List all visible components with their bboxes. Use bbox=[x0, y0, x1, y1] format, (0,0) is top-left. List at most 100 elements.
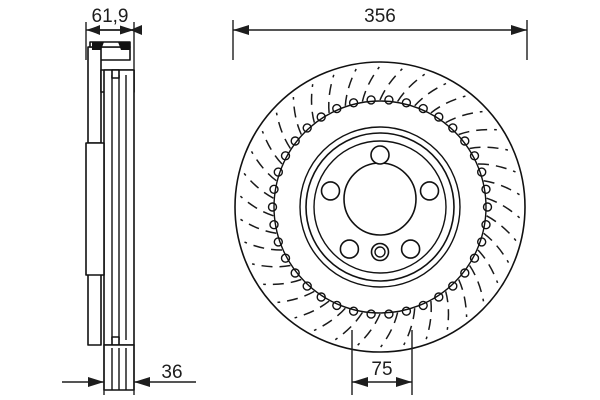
vent-hole bbox=[269, 184, 279, 195]
cooling-vane bbox=[277, 290, 315, 304]
hub-outer-ring bbox=[299, 126, 461, 288]
vent-hole bbox=[269, 219, 279, 230]
cooling-vane bbox=[445, 110, 483, 124]
side-view-vent-notch-top bbox=[111, 69, 120, 79]
vent-hole bbox=[481, 219, 491, 230]
center-bore bbox=[343, 162, 417, 236]
cooling-vane bbox=[414, 82, 447, 107]
cooling-vane bbox=[444, 291, 450, 330]
cooling-vane bbox=[477, 249, 499, 284]
vent-hole bbox=[366, 309, 376, 319]
dimension-label-hub-diameter: 75 bbox=[371, 359, 392, 380]
cooling-vane bbox=[361, 66, 380, 102]
side-view-vent-notch-bottom bbox=[111, 336, 120, 346]
vent-hole bbox=[401, 306, 412, 316]
cooling-vane bbox=[275, 112, 292, 149]
bolt-hole-group bbox=[320, 145, 440, 259]
vent-hole bbox=[332, 300, 342, 311]
vent-hole bbox=[481, 184, 491, 195]
vent-hole bbox=[316, 112, 326, 122]
cooling-vane bbox=[468, 265, 485, 302]
dimension-label-outer-diameter: 356 bbox=[364, 6, 396, 27]
locating-pin-hole-outer bbox=[370, 242, 390, 262]
cooling-vane bbox=[328, 74, 335, 113]
friction-ring-inner-edge bbox=[273, 100, 487, 314]
vent-hole bbox=[477, 167, 487, 177]
side-section-view bbox=[85, 41, 135, 391]
vent-hole bbox=[469, 151, 480, 161]
cooling-vane bbox=[483, 179, 520, 196]
wheel-bolt-hole bbox=[419, 181, 440, 201]
vent-hole bbox=[280, 151, 291, 161]
vent-hole bbox=[477, 237, 487, 247]
cooling-vane bbox=[239, 195, 274, 217]
cooling-vane bbox=[310, 84, 316, 123]
cooling-vane bbox=[430, 95, 466, 114]
vent-hole bbox=[366, 95, 376, 105]
vent-hole bbox=[434, 292, 444, 302]
wheel-bolt-hole bbox=[339, 239, 360, 259]
front-face-view bbox=[234, 61, 526, 353]
dimension-disc-thickness: 36 bbox=[62, 345, 196, 395]
vent-hole bbox=[384, 309, 394, 319]
vent-hole bbox=[448, 123, 458, 133]
vent-hole-group bbox=[267, 95, 493, 319]
arrowhead-left-75 bbox=[352, 377, 368, 387]
cooling-vane bbox=[240, 218, 277, 235]
cooling-vane bbox=[379, 68, 403, 101]
cooling-vane bbox=[292, 96, 302, 135]
cooling-vane bbox=[425, 301, 432, 340]
vent-hole bbox=[302, 281, 312, 291]
cooling-vane bbox=[294, 300, 330, 319]
vent-hole bbox=[273, 237, 283, 247]
cooling-vane bbox=[403, 308, 416, 346]
wheel-bolt-hole bbox=[320, 181, 341, 201]
cooling-vane bbox=[458, 128, 497, 136]
vent-hole bbox=[267, 202, 278, 212]
arrowhead-left-356 bbox=[233, 25, 249, 35]
vent-hole bbox=[384, 95, 394, 105]
cooling-vane bbox=[344, 68, 357, 106]
cooling-vane bbox=[244, 241, 283, 251]
cooling-vane bbox=[357, 313, 381, 346]
locating-pin-hole-inner bbox=[374, 246, 386, 258]
vent-hole bbox=[290, 268, 300, 278]
cooling-vane bbox=[243, 172, 274, 199]
vent-hole bbox=[418, 300, 428, 311]
vent-hole bbox=[316, 292, 326, 302]
wheel-bolt-hole bbox=[370, 145, 390, 165]
vent-hole bbox=[434, 112, 444, 122]
vent-hole bbox=[469, 253, 480, 263]
cooling-vane bbox=[486, 215, 517, 242]
cooling-vane-group bbox=[239, 66, 521, 348]
vent-hole bbox=[302, 123, 312, 133]
vent-hole bbox=[273, 167, 283, 177]
cooling-vane bbox=[261, 130, 283, 165]
arrowhead-right-75 bbox=[396, 377, 412, 387]
vent-hole bbox=[460, 136, 470, 146]
cooling-vane bbox=[469, 146, 509, 151]
cooling-vane bbox=[250, 151, 277, 182]
vent-hole bbox=[280, 253, 291, 263]
side-view-cap-chamfer-right bbox=[118, 42, 130, 50]
cooling-vane bbox=[251, 263, 291, 268]
dimension-hub-diameter: 75 bbox=[351, 330, 413, 395]
cooling-vane bbox=[396, 73, 426, 102]
cooling-vane bbox=[458, 279, 468, 318]
vent-hole bbox=[448, 281, 458, 291]
vent-hole bbox=[348, 98, 359, 108]
arrowhead-right-356 bbox=[511, 25, 527, 35]
vent-hole bbox=[418, 103, 428, 114]
cooling-vane bbox=[486, 197, 521, 219]
arrowhead-left-36 bbox=[88, 377, 104, 387]
vent-hole bbox=[482, 202, 493, 212]
vent-hole bbox=[348, 306, 359, 316]
cooling-vane bbox=[313, 307, 346, 332]
vent-hole bbox=[401, 98, 412, 108]
cooling-vane bbox=[477, 163, 516, 173]
side-view-hat-lower-step bbox=[85, 142, 105, 276]
cooling-vane bbox=[483, 232, 510, 263]
arrowhead-right-36 bbox=[134, 377, 150, 387]
